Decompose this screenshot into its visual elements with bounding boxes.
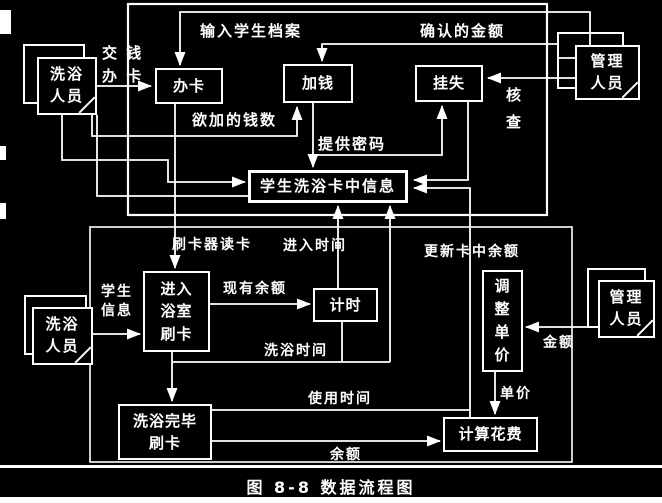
flow-label-input-student-file: 输入学生档案 bbox=[200, 22, 303, 40]
process-adjust-unit-price: 调 整 单 价 bbox=[482, 270, 523, 372]
flow-label-unit-price: 单价 bbox=[500, 386, 532, 402]
store-card-info: 学生洗浴卡中信息 bbox=[248, 170, 408, 203]
scan-artifact-bottom-strip bbox=[0, 497, 662, 503]
flow-label-card-reader-read: 刷卡器读卡 bbox=[172, 237, 252, 253]
process-finish-bath-swipe: 洗浴完毕 刷卡 bbox=[118, 404, 212, 460]
entity-bather-bottom: 洗浴 人员 bbox=[32, 307, 93, 365]
flow-label-entry-time: 进入时间 bbox=[283, 238, 347, 254]
flow-label-bath-time: 洗浴时间 bbox=[264, 343, 328, 359]
flow-label-student-info: 学生 信息 bbox=[101, 284, 133, 319]
process-report-loss: 挂失 bbox=[415, 65, 483, 102]
flow-label-balance: 余额 bbox=[330, 447, 362, 463]
scan-artifact-edge-mark-1 bbox=[0, 146, 6, 160]
process-enter-bath-swipe: 进入 浴室 刷卡 bbox=[143, 271, 210, 352]
process-timer: 计时 bbox=[313, 288, 378, 322]
flow-label-current-balance: 现有余额 bbox=[223, 281, 287, 297]
flow-arrows bbox=[61, 11, 598, 447]
flow-label-amount-to-add: 欲加的钱数 bbox=[192, 111, 278, 129]
flow-label-update-card-balance: 更新卡中余额 bbox=[424, 244, 520, 260]
flow-label-confirmed-amount: 确认的金额 bbox=[420, 22, 506, 40]
scan-artifact-line bbox=[0, 465, 662, 468]
flow-label-provide-password: 提供密码 bbox=[318, 135, 387, 153]
flow-label-usage-time: 使用时间 bbox=[308, 391, 372, 407]
scan-artifact-edge-mark-2 bbox=[0, 203, 6, 219]
flow-label-pay-and-make-card: 交 钱 办 卡 bbox=[102, 44, 144, 85]
process-add-money: 加钱 bbox=[283, 64, 353, 103]
flow-label-amount: 金额 bbox=[543, 335, 575, 351]
flow-label-check: 核 查 bbox=[506, 86, 522, 131]
figure-caption: 图 8-8 数据流程图 bbox=[246, 478, 416, 497]
process-make-card: 办卡 bbox=[155, 68, 223, 104]
entity-admin-bottom: 管理 人员 bbox=[598, 280, 655, 338]
process-calc-cost: 计算花费 bbox=[443, 417, 538, 452]
scan-artifact-corner-blob bbox=[0, 10, 11, 34]
entity-admin-top: 管理 人员 bbox=[575, 45, 640, 100]
entity-bather-top: 洗浴 人员 bbox=[37, 57, 97, 115]
